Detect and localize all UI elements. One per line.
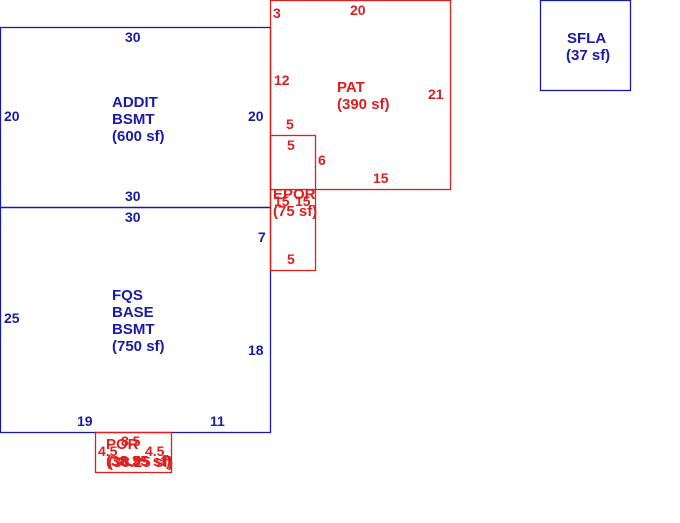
pat-area: (390 sf) [337, 96, 390, 113]
por-overlap-area: (38.25 sf) [108, 454, 173, 471]
por-overlap-name: 8.5 [120, 453, 141, 470]
dim-addit-top: 30 [125, 29, 141, 45]
addit-label-1: ADDIT [112, 94, 158, 111]
addit-area: (600 sf) [112, 128, 165, 145]
dim-addit-left: 20 [4, 108, 20, 124]
sfla-area: (37 sf) [566, 47, 610, 64]
fqs-label-1: FQS [112, 287, 143, 304]
dim-addit-right: 20 [248, 108, 264, 124]
dim-fqs-left: 25 [4, 310, 20, 326]
dim-epor-left-b: 15 [295, 193, 311, 209]
sfla-outline [539, 0, 632, 92]
dim-por-left: 4.5 [98, 443, 118, 459]
dim-pat-top: 20 [350, 2, 366, 18]
dim-epor-right: 6 [318, 152, 326, 168]
dim-epor-top: 5 [287, 137, 295, 153]
epor-label: EPOR [273, 186, 316, 203]
sfla-label: SFLA [567, 30, 606, 47]
epor-area: (75 sf) [273, 203, 317, 220]
por-label: POR [106, 436, 139, 453]
epor-outline [269, 134, 317, 272]
por-outline [94, 431, 173, 474]
fqs-area: (750 sf) [112, 338, 165, 355]
dim-fqs-right-lower: 18 [248, 342, 264, 358]
dim-epor-left-a: 15 [274, 193, 290, 209]
dim-pat-left-low: 5 [286, 116, 294, 132]
fqs-label-3: BSMT [112, 321, 155, 338]
addit-label-2: BSMT [112, 111, 155, 128]
dim-por-right: 4.5 [145, 443, 165, 459]
dim-fqs-right-upper: 7 [258, 229, 266, 245]
dim-pat-left-mid: 12 [274, 72, 290, 88]
fqs-label-2: BASE [112, 304, 154, 321]
pat-label: PAT [337, 79, 365, 96]
dim-fqs-bottom-right: 11 [210, 413, 225, 429]
dim-fqs-bottom-left: 19 [77, 413, 93, 429]
dim-por-top: 8.5 [121, 433, 141, 449]
pat-outline [269, 0, 452, 191]
dim-epor-bottom: 5 [287, 251, 295, 267]
dim-pat-left-top: 3 [273, 5, 281, 21]
dim-fqs-top: 30 [125, 209, 141, 225]
dim-pat-right: 21 [428, 86, 444, 102]
dim-addit-bottom: 30 [125, 188, 141, 204]
por-area: (38.25 sf) [106, 453, 171, 470]
dim-pat-bottom: 15 [373, 170, 389, 186]
